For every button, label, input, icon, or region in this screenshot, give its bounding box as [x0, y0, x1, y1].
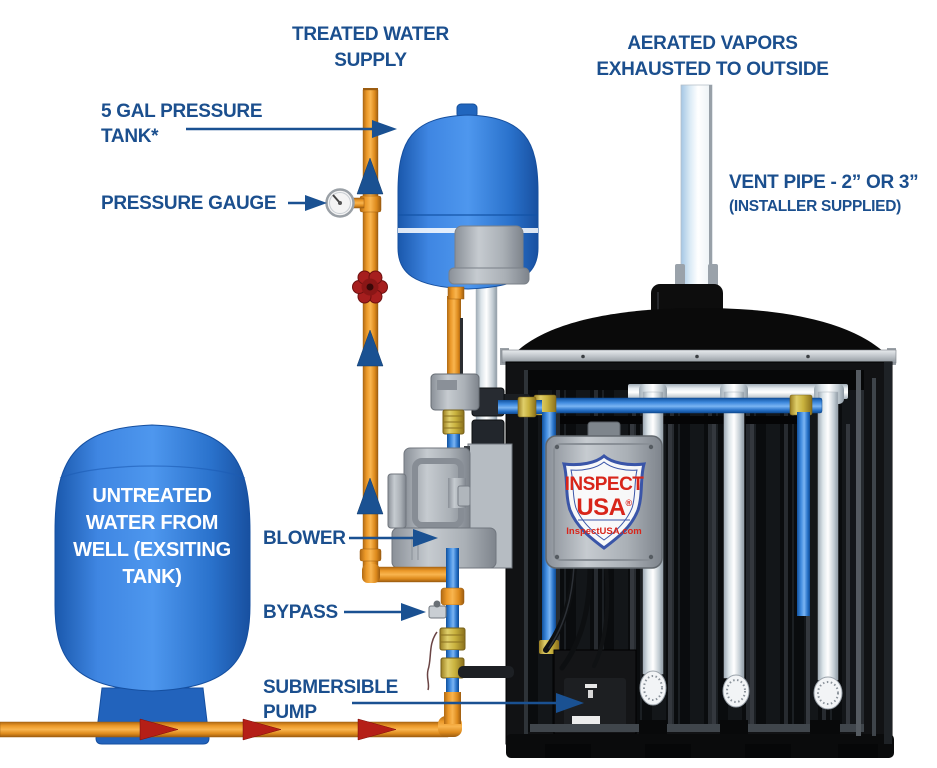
tank-floor — [530, 720, 864, 734]
logo-shield-icon — [561, 454, 647, 550]
pump-wire — [426, 631, 438, 691]
tank-base — [506, 734, 894, 758]
pressure-gauge-label: PRESSURE GAUGE — [101, 193, 277, 214]
tank-wall-cutaway — [524, 362, 892, 744]
untreated-tank-label: UNTREATED WATER FROM WELL (EXSITING TANK… — [73, 485, 231, 588]
vent-pipe — [675, 84, 718, 296]
inspect-usa-logo: INSPECT USA® InspectUSA.com — [554, 452, 654, 556]
lid-rail — [501, 349, 897, 364]
submersible-pump-line2: PUMP — [263, 702, 317, 723]
treated-water-supply-line1: TREATED WATER — [292, 24, 449, 45]
treated-supply-pipe — [359, 88, 449, 583]
flow-direction-arrows-up — [356, 157, 384, 515]
well-water-pipe — [0, 716, 462, 741]
logo-text-inspect: INSPECT — [564, 474, 644, 495]
flow-direction-arrows-right — [139, 718, 397, 741]
vent-pipe-line2: (INSTALLER SUPPLIED) — [729, 198, 901, 215]
blower-label: BLOWER — [263, 528, 346, 549]
shutoff-valve — [352, 270, 388, 304]
vent-pipe-label: VENT PIPE - 2” OR 3” (INSTALLER SUPPLIED… — [729, 170, 919, 218]
pressure-switch — [430, 373, 480, 411]
pump-conduit — [458, 666, 514, 678]
aerated-vapors-line1: AERATED VAPORS — [627, 33, 798, 54]
water-header-pipe — [509, 397, 823, 414]
logo-usa: USA — [576, 494, 626, 521]
logo-text-website: InspectUSA.com — [566, 526, 642, 537]
riser-lower — [426, 548, 514, 724]
bypass-valve — [428, 600, 447, 619]
treated-water-supply-label: TREATED WATER SUPPLY — [268, 22, 473, 74]
aerated-vapors-label: AERATED VAPORS EXHAUSTED TO OUTSIDE — [590, 31, 835, 83]
logo-text-usa: USA® — [554, 494, 654, 522]
aeration-diffusers — [639, 670, 843, 710]
logo-registered-mark: ® — [625, 498, 633, 508]
submersible-pump-line1: SUBMERSIBLE — [263, 677, 398, 698]
pressure-tank-line1: 5 GAL PRESSURE — [101, 101, 263, 122]
aerated-vapors-line2: EXHAUSTED TO OUTSIDE — [596, 59, 829, 80]
air-intake-cap — [448, 225, 530, 285]
treated-water-supply-line2: SUPPLY — [334, 50, 407, 71]
vent-pipe-line1: VENT PIPE - 2” OR 3” — [729, 172, 919, 193]
pressure-gauge — [325, 188, 365, 218]
pressure-tank-label: 5 GAL PRESSURE TANK* — [101, 99, 263, 149]
control-cables — [543, 563, 610, 671]
callout-arrows — [186, 120, 584, 713]
riser-upper — [430, 296, 480, 464]
pressure-tank-line2: TANK* — [101, 126, 159, 147]
tank-lid — [512, 308, 888, 363]
bypass-label: BYPASS — [263, 602, 338, 623]
aeration-tank — [500, 284, 897, 758]
submersible-pump-label: SUBMERSIBLE PUMP — [263, 675, 398, 725]
